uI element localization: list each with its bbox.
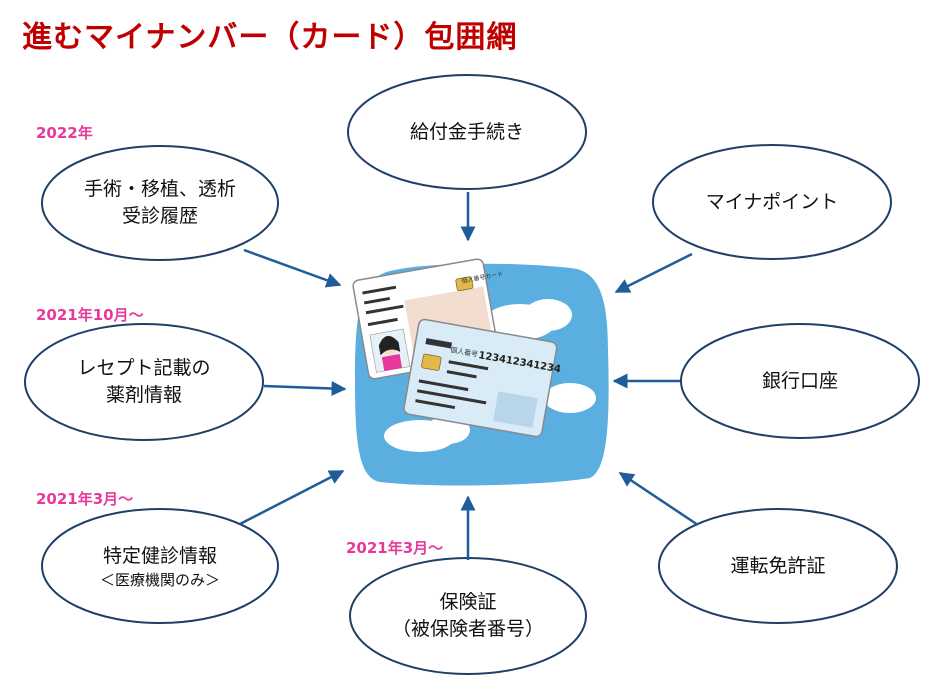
date-label-receipt: 2021年10月～ [36,306,144,324]
ellipse-tokutei [41,508,279,624]
node-tokutei: 特定健診情報 ＜医療機関のみ＞ [60,536,260,596]
cloud-shape [384,299,596,452]
ellipse-shujutsu [41,145,279,261]
node-kyufukin: 給付金手続き [367,102,567,162]
node-label-2: 受診履歴 [121,205,198,227]
ellipse-mynapoint [652,144,892,260]
ellipse-unten [658,508,898,624]
node-label-2: （被保険者番号） [391,618,544,640]
node-label: マイナポイント [705,190,839,213]
node-hokensho: 保険証 （被保険者番号） [368,586,568,646]
mynumber-card-illustration: 個人番号カード 個人番号 123412341234 [352,258,609,486]
node-mynapoint: マイナポイント [672,172,872,232]
node-label-2: 薬剤情報 [105,384,182,406]
node-sublabel: ＜医療機関のみ＞ [99,570,220,589]
ellipse-receipt [24,323,264,441]
ellipse-ginko [680,323,920,439]
node-receipt: レセプト記載の 薬剤情報 [44,352,244,412]
node-label: 手術・移植、透析 [83,178,236,200]
date-label-shujutsu: 2022年 [36,124,93,142]
card-front [403,318,558,438]
node-shujutsu: 手術・移植、透析 受診履歴 [60,173,260,233]
node-label: 運転免許証 [730,554,826,577]
date-label-tokutei: 2021年3月～ [36,490,134,508]
node-label: 給付金手続き [409,120,524,143]
page-title: 進むマイナンバー（カード）包囲網 [22,20,518,55]
arrow-shujutsu [243,248,342,288]
ellipse-kyufukin [347,74,587,190]
arrow-mynapoint [614,252,693,294]
node-label: 銀行口座 [761,369,838,392]
node-label: 保険証 [439,591,497,613]
arrow-tokutei [239,469,345,526]
node-ginko: 銀行口座 [700,351,900,411]
date-label-hokensho: 2021年3月～ [346,539,444,557]
arrow-receipt [263,381,347,396]
arrow-unten [618,471,699,527]
node-label: 特定健診情報 [102,544,217,567]
node-unten: 運転免許証 [678,536,878,596]
node-label: レセプト記載の [77,357,211,379]
